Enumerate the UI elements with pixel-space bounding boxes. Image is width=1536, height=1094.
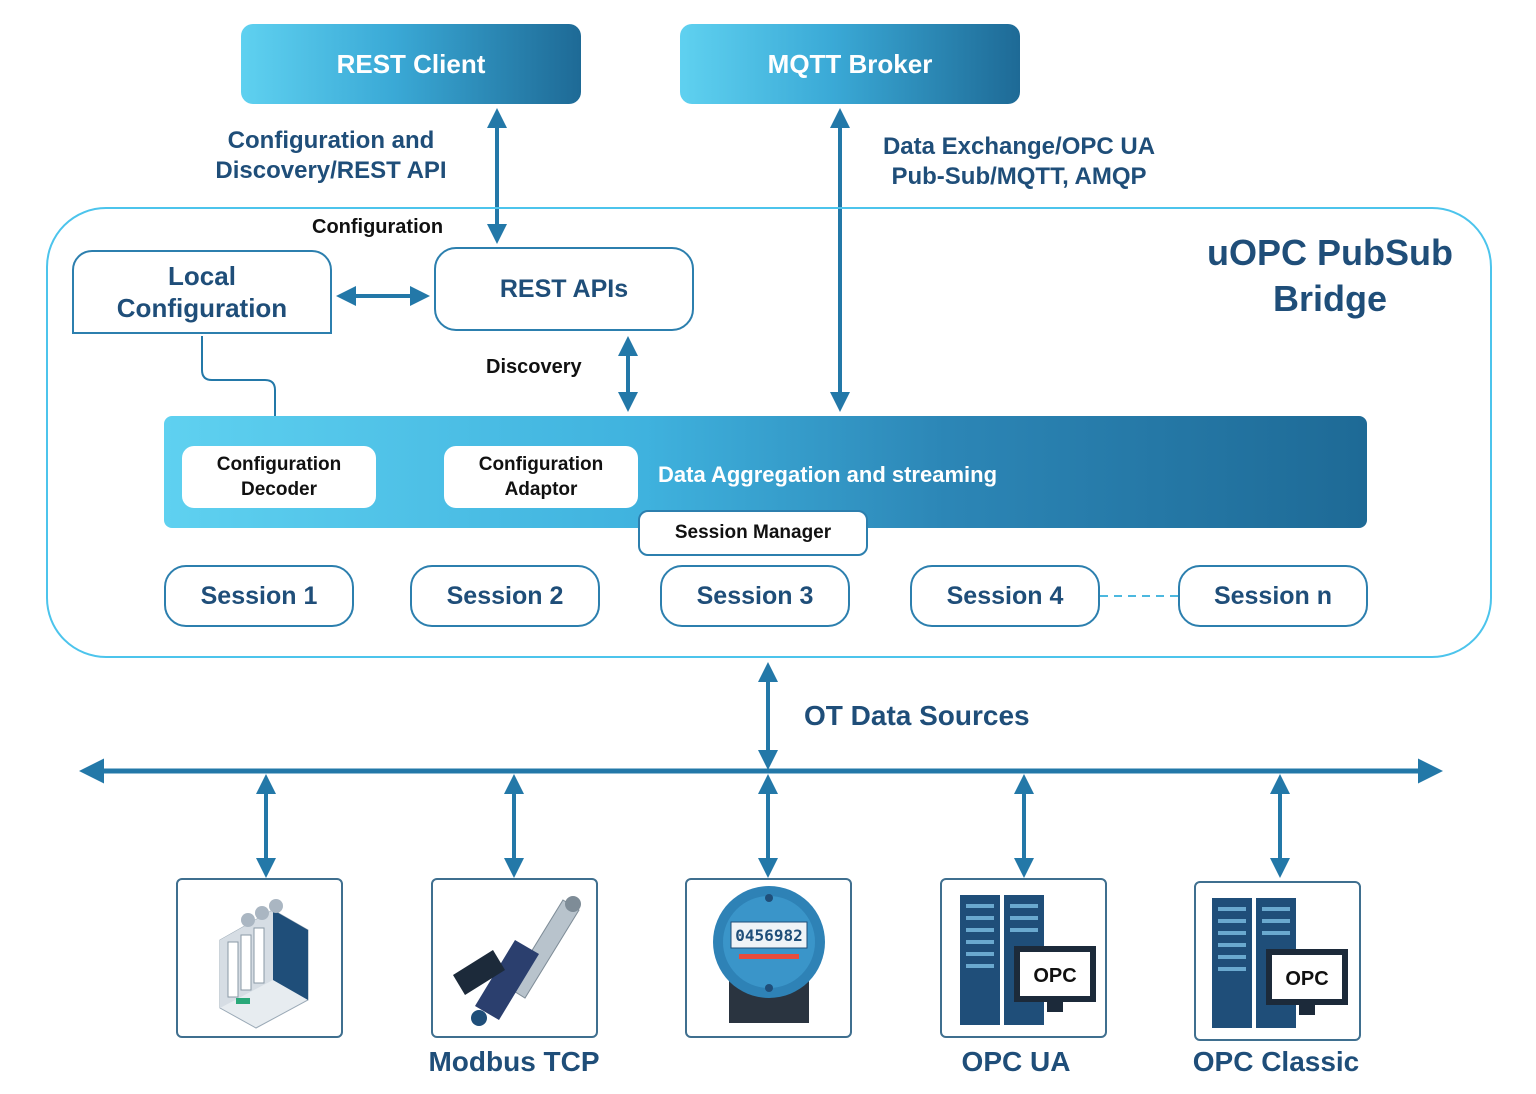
actuator-device <box>431 878 598 1038</box>
linear-actuator-icon <box>453 896 581 1026</box>
meter-reading: 0456982 <box>735 926 802 945</box>
rest-client-box: REST Client <box>241 24 581 104</box>
opc-classic-server-icon: OPC <box>1212 898 1348 1028</box>
mqtt-broker-label: MQTT Broker <box>767 48 933 79</box>
session-4: Session 4 <box>910 565 1100 627</box>
local-configuration-box: Local Configuration <box>72 250 332 334</box>
configuration-label: Configuration <box>312 216 444 238</box>
aggregation-label: Data Aggregation and streaming <box>658 462 998 487</box>
meter-device: 0456982 <box>685 878 852 1038</box>
session-3: Session 3 <box>660 565 850 627</box>
opc-ua-device: OPC <box>940 878 1107 1038</box>
modbus-tcp-label: Modbus TCP <box>428 1046 600 1077</box>
session-manager-box: Session Manager <box>638 510 868 556</box>
session-1: Session 1 <box>164 565 354 627</box>
bridge-container <box>46 207 1492 658</box>
discovery-label: Discovery <box>486 356 582 378</box>
session-2: Session 2 <box>410 565 600 627</box>
contactor-device <box>176 878 343 1038</box>
session-n: Session n <box>1178 565 1368 627</box>
opc-ua-server-icon: OPC <box>960 895 1096 1025</box>
opc-ua-logo-text: OPC <box>1033 965 1076 987</box>
configuration-adaptor-box: Configuration Adaptor <box>444 446 638 508</box>
mqtt-label: Data Exchange/OPC UA Pub-Sub/MQTT, AMQP <box>882 133 1156 190</box>
configuration-decoder-box: Configuration Decoder <box>182 446 376 508</box>
rest-client-label: REST Client <box>336 48 486 79</box>
bridge-title: uOPC PubSub Bridge <box>1207 232 1453 319</box>
ot-data-sources-label: OT Data Sources <box>804 700 1030 731</box>
rest-apis-box: REST APIs <box>434 247 694 331</box>
opc-classic-device: OPC <box>1194 881 1361 1041</box>
contactor-icon <box>219 899 309 1029</box>
energy-meter-icon: 0456982 <box>713 886 825 1023</box>
rest-api-label: Configuration and Discovery/REST API <box>215 127 447 184</box>
opc-classic-label: OPC Classic <box>1192 1046 1360 1077</box>
opc-ua-label: OPC UA <box>961 1046 1071 1077</box>
mqtt-broker-box: MQTT Broker <box>680 24 1020 104</box>
opc-classic-logo-text: OPC <box>1285 968 1328 990</box>
